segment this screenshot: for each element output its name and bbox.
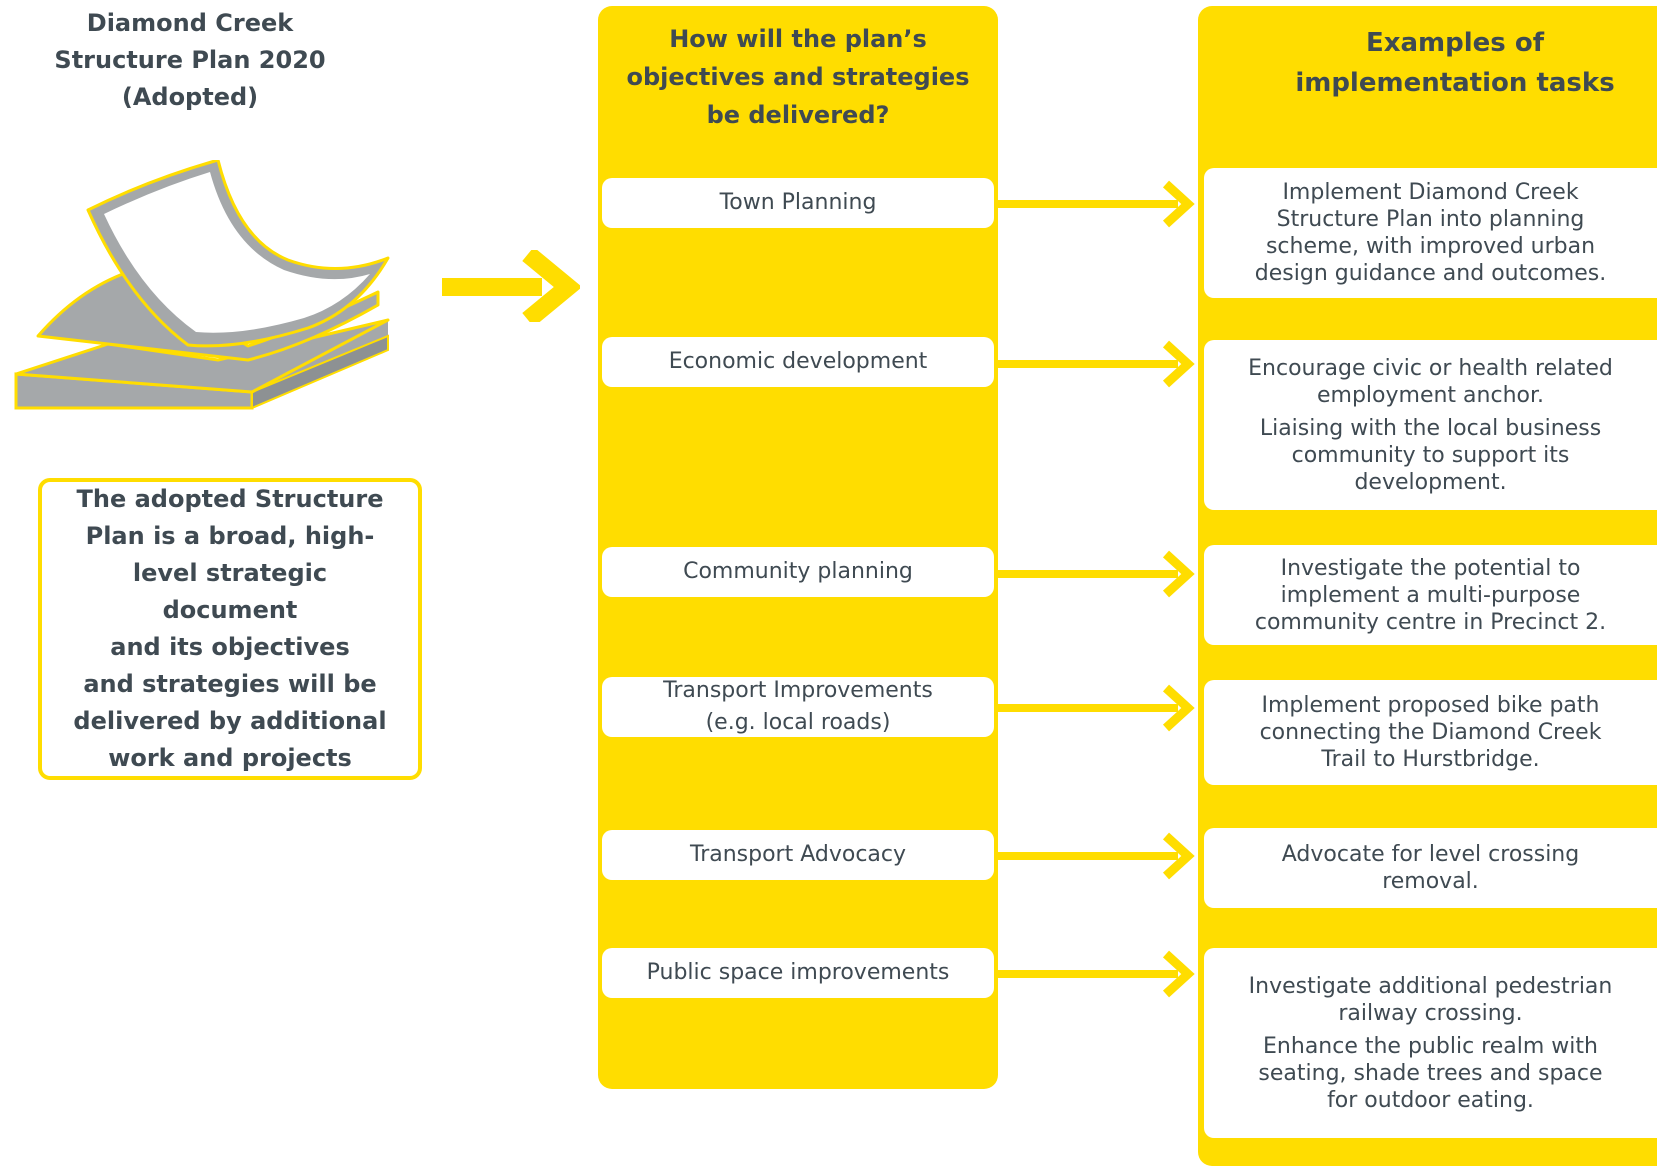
task-item-economic-development: Encourage civic or health related employ… [1204, 340, 1657, 510]
task-item-transport-advocacy: Advocate for level crossing removal. [1204, 828, 1657, 908]
task-text: Advocate for level crossing removal. [1281, 842, 1580, 894]
delivery-item-community-planning: Community planning [602, 547, 994, 597]
summary-text: The adopted Structure Plan is a broad, h… [73, 485, 387, 772]
connector-arrow-3 [998, 550, 1195, 598]
task-item-public-space: Investigate additional pedestrian railwa… [1204, 948, 1657, 1138]
task-text: Implement Diamond Creek Structure Plan i… [1254, 180, 1607, 286]
arrow-right-icon [442, 250, 580, 322]
delivery-item-town-planning: Town Planning [602, 178, 994, 228]
plan-title: Diamond Creek Structure Plan 2020 (Adopt… [54, 9, 326, 111]
task-text: Investigate additional pedestrian railwa… [1248, 973, 1613, 1026]
task-text: Enhance the public realm with seating, s… [1258, 1033, 1603, 1113]
task-text: Liaising with the local business communi… [1259, 415, 1602, 495]
task-text: Investigate the potential to implement a… [1254, 555, 1607, 635]
delivery-item-transport-advocacy: Transport Advocacy [602, 830, 994, 880]
connector-arrow-4 [998, 684, 1195, 732]
task-text: Implement proposed bike path connecting … [1259, 693, 1602, 772]
task-text: Encourage civic or health related employ… [1248, 355, 1613, 408]
connector-arrow-1 [998, 180, 1195, 228]
connector-arrow-6 [998, 950, 1195, 998]
task-item-town-planning: Implement Diamond Creek Structure Plan i… [1204, 168, 1657, 298]
delivery-column-title: How will the plan’s objectives and strat… [626, 25, 970, 129]
delivery-item-transport-improvements: Transport Improvements (e.g. local roads… [602, 677, 994, 737]
delivery-item-public-space: Public space improvements [602, 948, 994, 998]
delivery-item-economic-development: Economic development [602, 337, 994, 387]
tasks-column-title: Examples of implementation tasks [1295, 28, 1615, 98]
document-stack-icon [14, 160, 390, 410]
connector-arrow-5 [998, 832, 1195, 880]
summary-box: The adopted Structure Plan is a broad, h… [38, 478, 422, 780]
task-item-transport-improvements: Implement proposed bike path connecting … [1204, 680, 1657, 785]
connector-arrow-2 [998, 340, 1195, 388]
task-item-community-planning: Investigate the potential to implement a… [1204, 545, 1657, 645]
